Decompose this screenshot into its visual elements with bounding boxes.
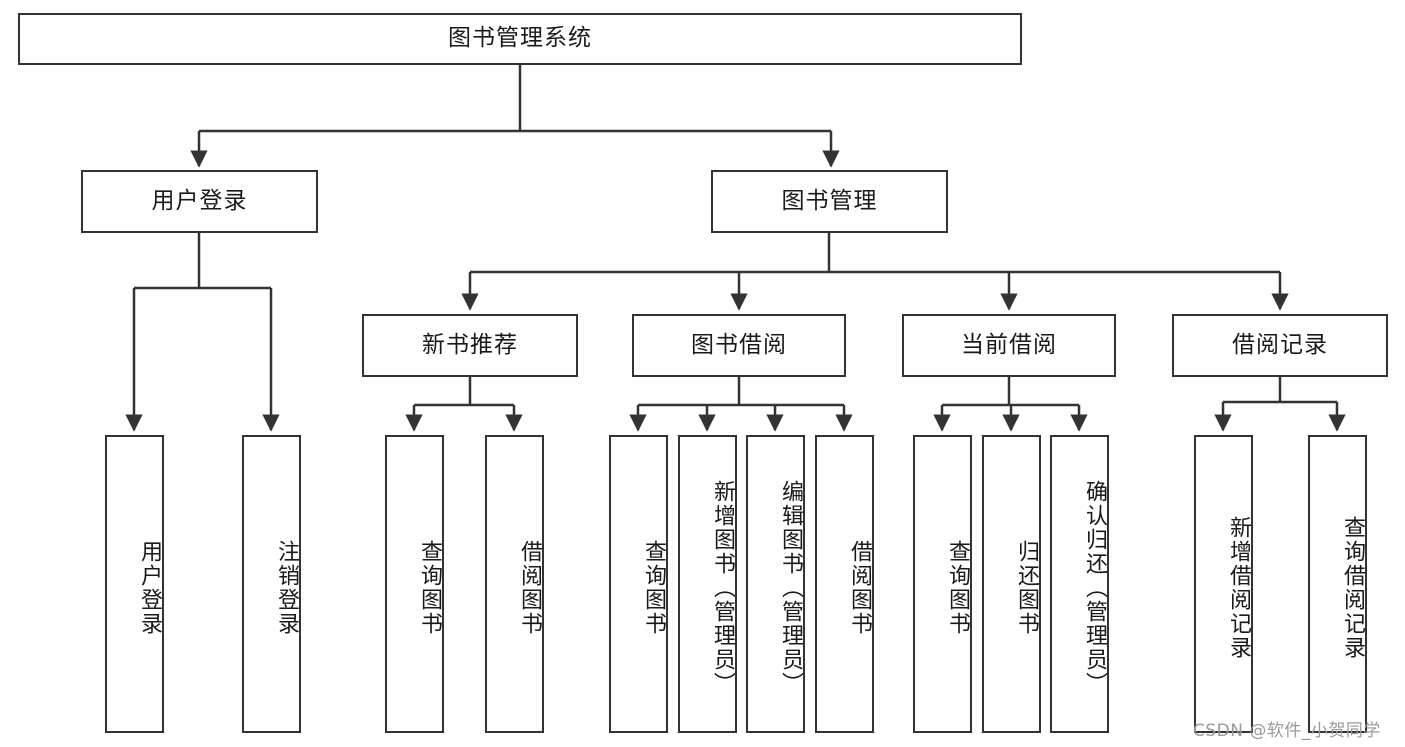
node-book-borrow[interactable]: 图书借阅: [632, 314, 846, 377]
node-leaf-query-book-2-label: 查询图书: [641, 540, 666, 636]
node-leaf-query-record[interactable]: 查询借阅记录: [1308, 435, 1367, 733]
node-leaf-logout[interactable]: 注销登录: [242, 435, 301, 733]
node-book-management-label: 图书管理: [781, 187, 878, 214]
node-leaf-confirm-return[interactable]: 确认归还（管理员）: [1050, 435, 1109, 733]
node-new-book-recommend-label: 新书推荐: [422, 331, 518, 358]
node-leaf-query-record-label: 查询借阅记录: [1340, 516, 1365, 660]
node-leaf-query-book-3-label: 查询图书: [945, 540, 970, 636]
node-leaf-borrow-book-2-label: 借阅图书: [847, 540, 872, 636]
node-book-management[interactable]: 图书管理: [711, 170, 948, 233]
node-leaf-borrow-book-2[interactable]: 借阅图书: [815, 435, 874, 733]
node-leaf-add-book[interactable]: 新增图书（管理员）: [678, 435, 737, 733]
node-leaf-query-book-2[interactable]: 查询图书: [609, 435, 668, 733]
node-leaf-return-book-label: 归还图书: [1014, 540, 1039, 636]
node-borrow-record-label: 借阅记录: [1232, 331, 1328, 358]
node-leaf-user-login[interactable]: 用户登录: [105, 435, 164, 733]
node-leaf-borrow-book-1[interactable]: 借阅图书: [485, 435, 544, 733]
node-leaf-edit-book-label: 编辑图书（管理员）: [778, 480, 803, 696]
node-leaf-add-book-label: 新增图书（管理员）: [710, 480, 735, 696]
node-user-login[interactable]: 用户登录: [81, 170, 318, 233]
node-root-label: 图书管理系统: [448, 25, 592, 52]
csdn-watermark: CSDN @软件_小贺同学: [1193, 721, 1381, 741]
node-leaf-query-book-1-label: 查询图书: [417, 540, 442, 636]
node-borrow-record[interactable]: 借阅记录: [1172, 314, 1388, 377]
node-leaf-edit-book[interactable]: 编辑图书（管理员）: [746, 435, 805, 733]
node-current-borrow-label: 当前借阅: [961, 331, 1057, 358]
node-leaf-confirm-return-label: 确认归还（管理员）: [1082, 480, 1107, 696]
node-leaf-user-login-label: 用户登录: [137, 540, 162, 636]
node-leaf-query-book-3[interactable]: 查询图书: [913, 435, 972, 733]
node-leaf-return-book[interactable]: 归还图书: [982, 435, 1041, 733]
node-leaf-query-book-1[interactable]: 查询图书: [385, 435, 444, 733]
node-book-borrow-label: 图书借阅: [691, 331, 787, 358]
node-leaf-add-record-label: 新增借阅记录: [1226, 516, 1251, 660]
node-root[interactable]: 图书管理系统: [18, 13, 1022, 65]
node-leaf-logout-label: 注销登录: [274, 540, 299, 636]
node-leaf-add-record[interactable]: 新增借阅记录: [1194, 435, 1253, 733]
node-new-book-recommend[interactable]: 新书推荐: [362, 314, 578, 377]
node-user-login-label: 用户登录: [151, 187, 248, 214]
node-current-borrow[interactable]: 当前借阅: [902, 314, 1116, 377]
node-leaf-borrow-book-1-label: 借阅图书: [517, 540, 542, 636]
